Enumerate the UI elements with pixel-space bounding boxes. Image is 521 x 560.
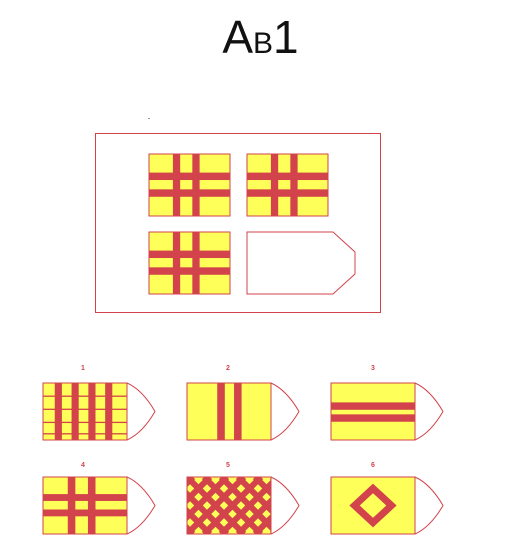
tile-border xyxy=(330,476,416,535)
matrix-cell-2 xyxy=(246,153,329,217)
tile-pointer-outline xyxy=(270,382,300,441)
option-number: 6 xyxy=(371,462,375,469)
vertical-stripe xyxy=(270,154,279,216)
diagonal-stripe xyxy=(252,513,271,534)
horizontal-stripe xyxy=(247,172,328,181)
matrix-frame xyxy=(95,133,381,313)
answer-option-4[interactable] xyxy=(42,476,156,535)
diamond-shape xyxy=(349,483,397,528)
option-number: 4 xyxy=(81,462,85,469)
horizontal-stripe xyxy=(43,494,127,501)
tile-background xyxy=(331,383,415,440)
vertical-stripe xyxy=(88,383,96,440)
horizontal-stripe xyxy=(43,509,127,517)
tile-border xyxy=(186,382,272,441)
thin-horizontal-line xyxy=(43,433,127,435)
horizontal-stripe xyxy=(149,189,230,197)
option-number: 5 xyxy=(226,462,230,469)
tile-border xyxy=(186,476,272,535)
tile-border xyxy=(246,153,329,217)
answer-option-3[interactable] xyxy=(330,382,444,441)
vertical-stripe xyxy=(67,477,76,534)
thin-horizontal-line xyxy=(43,421,127,424)
horizontal-stripe xyxy=(149,267,230,275)
title-letter-b: B xyxy=(253,27,274,60)
horizontal-stripe xyxy=(149,250,230,259)
tile-background xyxy=(187,383,271,440)
tile-pointer-outline xyxy=(414,382,444,441)
missing-piece-outline xyxy=(246,231,356,295)
vertical-stripe xyxy=(290,154,298,216)
title-number: 1 xyxy=(273,11,299,63)
tile-pointer-outline xyxy=(126,476,156,535)
vertical-stripe xyxy=(87,477,96,534)
vertical-stripe xyxy=(192,232,200,294)
vertical-stripe xyxy=(192,154,200,216)
answer-option-5[interactable] xyxy=(186,476,300,535)
diagonal-stripe xyxy=(235,496,271,534)
horizontal-stripe xyxy=(247,189,328,197)
matrix-missing-cell xyxy=(246,231,358,295)
scan-speck xyxy=(148,118,150,119)
tile-border xyxy=(148,153,231,217)
diagonal-stripe xyxy=(252,477,271,498)
option-number: 1 xyxy=(81,365,85,372)
tile-pointer-outline xyxy=(414,476,444,535)
matrix-cell-1 xyxy=(148,153,231,217)
tile-border xyxy=(42,382,128,441)
tile-border xyxy=(330,382,416,441)
lattice-pattern xyxy=(187,477,271,534)
answer-option-1[interactable] xyxy=(42,382,156,441)
option-number: 3 xyxy=(371,365,375,372)
tile-background xyxy=(149,154,230,216)
option-number: 2 xyxy=(226,365,230,372)
tile-background xyxy=(149,232,230,294)
vertical-stripe xyxy=(71,383,79,440)
matrix-cell-3 xyxy=(148,231,231,295)
vertical-stripe xyxy=(172,232,181,294)
answer-option-6[interactable] xyxy=(330,476,444,535)
thin-horizontal-line xyxy=(43,408,127,410)
answer-option-2[interactable] xyxy=(186,382,300,441)
vertical-stripe xyxy=(234,383,242,440)
vertical-stripe xyxy=(217,383,225,440)
tile-pointer-outline xyxy=(126,382,156,441)
horizontal-stripe xyxy=(149,172,230,181)
horizontal-stripe xyxy=(331,402,415,410)
thin-horizontal-line xyxy=(43,395,127,397)
title-letter-a: A xyxy=(222,11,254,63)
tile-border xyxy=(42,476,128,535)
tile-background xyxy=(247,154,328,216)
vertical-stripe xyxy=(172,154,181,216)
tile-pointer-outline xyxy=(270,476,300,535)
vertical-stripe xyxy=(105,383,113,440)
horizontal-stripe xyxy=(331,414,415,422)
puzzle-title: AB1 xyxy=(0,14,521,60)
vertical-stripe xyxy=(54,383,62,440)
tile-background xyxy=(43,477,127,534)
tile-border xyxy=(148,231,231,295)
